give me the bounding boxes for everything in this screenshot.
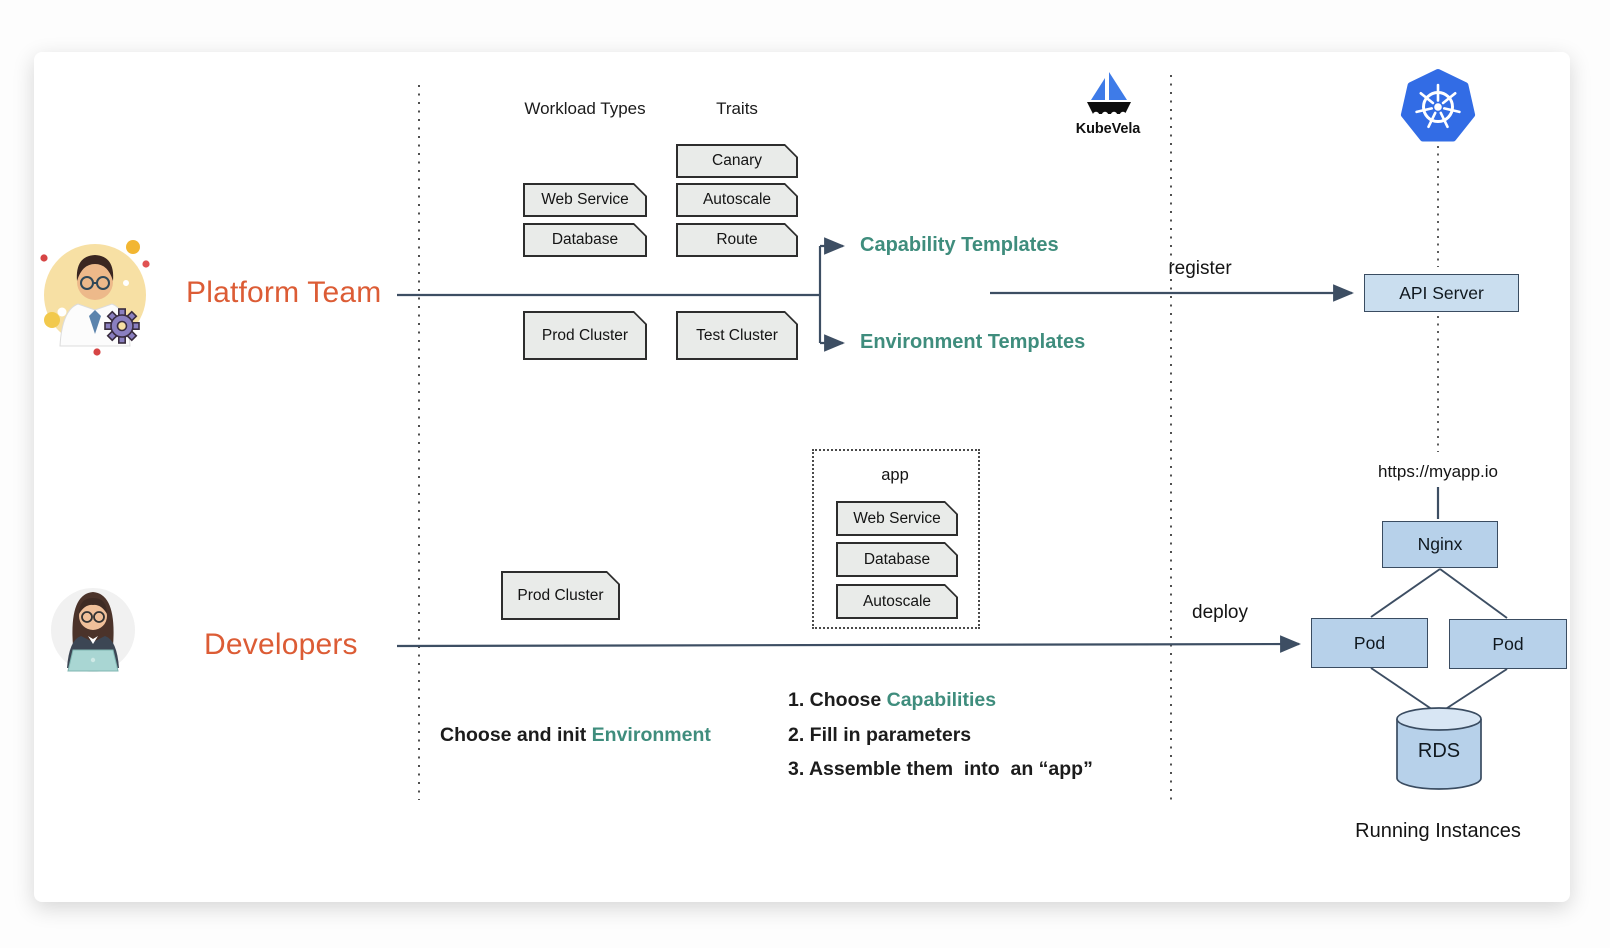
developers-label: Developers (204, 628, 358, 661)
kubevela-logo-icon (1087, 72, 1131, 119)
deploy-label: deploy (1192, 602, 1248, 623)
trait-box-autoscale: Autoscale (676, 183, 798, 217)
column-header-workload-types: Workload Types (524, 99, 646, 118)
cluster-box-test: Test Cluster (676, 311, 798, 360)
pod-box-right: Pod (1449, 619, 1567, 669)
dev-cluster-box-prod: Prod Cluster (501, 571, 620, 620)
running-instances-label: Running Instances (1355, 820, 1521, 842)
register-label: register (1168, 258, 1232, 279)
kubernetes-logo-icon (1400, 69, 1476, 142)
deploy-arrow (396, 635, 1301, 653)
platform-team-label: Platform Team (186, 276, 382, 309)
app-component-database: Database (836, 542, 958, 577)
app-component-web-service: Web Service (836, 501, 958, 536)
choose-env-highlight: Environment (591, 724, 711, 746)
pod1-to-rds-line (1370, 667, 1437, 713)
column-header-traits: Traits (716, 99, 758, 118)
step-2-text: 2. Fill in parameters (788, 724, 972, 746)
rds-cylinder (1396, 707, 1482, 790)
api-server-box: API Server (1364, 274, 1519, 312)
step-1-text: 1. Choose Capabilities (788, 689, 997, 711)
capability-templates-label: Capability Templates (860, 234, 1059, 256)
trait-box-canary: Canary (676, 144, 798, 178)
choose-env-prefix: Choose and init (440, 724, 592, 746)
app-group-box (812, 449, 980, 629)
cluster-box-prod: Prod Cluster (523, 311, 647, 360)
environment-templates-label: Environment Templates (860, 331, 1086, 353)
app-url-label: https://myapp.io (1377, 462, 1498, 481)
step-3-text: 3. Assemble them into an “app” (788, 758, 1093, 780)
nginx-to-pod2-line (1439, 568, 1508, 619)
pod-box-left: Pod (1311, 618, 1428, 668)
nginx-to-pod1-line (1370, 568, 1441, 618)
choose-env-text: Choose and init Environment (440, 724, 711, 747)
app-component-autoscale: Autoscale (836, 584, 958, 619)
trait-box-route: Route (676, 223, 798, 257)
app-group-title: app (881, 466, 909, 484)
gear-icon (104, 308, 140, 344)
nginx-box: Nginx (1382, 521, 1498, 568)
platform-team-avatar (40, 240, 150, 356)
workload-box-web-service: Web Service (523, 183, 647, 217)
kubevela-label: KubeVela (1075, 121, 1141, 137)
diagram-card (34, 52, 1570, 902)
workload-box-database: Database (523, 223, 647, 257)
pod2-to-rds-line (1440, 668, 1508, 713)
developers-avatar (51, 588, 135, 672)
rds-label: RDS (1417, 740, 1461, 762)
